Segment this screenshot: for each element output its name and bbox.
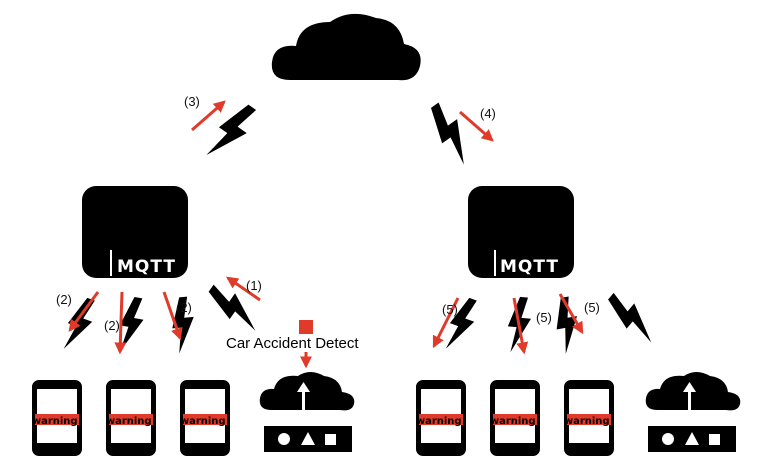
arrow-step-5 — [432, 297, 460, 349]
lightning-link-icon — [601, 288, 664, 347]
step-label-5: (5) — [584, 300, 600, 315]
step-label-5: (5) — [442, 302, 458, 317]
accident-marker — [299, 320, 313, 334]
cloud-gateway-left — [259, 372, 355, 452]
warning-text: warning! — [416, 416, 466, 427]
smartphone-6: warning! — [564, 380, 614, 456]
message-arrows — [68, 100, 584, 369]
lightning-link-icon — [421, 99, 481, 168]
arrow-step-2 — [68, 291, 100, 332]
warning-text: warning! — [564, 416, 614, 427]
arrow-step-5 — [558, 293, 584, 335]
lightning-link-icon — [201, 98, 261, 167]
smartphone-1: warning! — [32, 380, 82, 456]
mqtt-broker-left: MQTT — [82, 186, 188, 278]
warning-text: warning! — [32, 416, 82, 427]
mqtt-broker-right: MQTT — [468, 186, 574, 278]
arrow-step-5 — [512, 297, 529, 355]
step-label-3: (3) — [184, 94, 200, 109]
step-label-2: (2) — [176, 300, 192, 315]
step-label-5: (5) — [536, 310, 552, 325]
arrow-step-2 — [114, 291, 127, 355]
broker-right-label: MQTT — [500, 257, 559, 277]
arrow-step-4 — [459, 110, 494, 142]
warning-text: warning! — [106, 416, 156, 427]
cloud-gateway-right — [645, 372, 741, 452]
detector-caption: Car Accident Detect — [226, 335, 359, 352]
warning-text: warning! — [180, 416, 230, 427]
step-label-2: (2) — [104, 318, 120, 333]
broker-left-label: MQTT — [117, 257, 176, 277]
smartphone-4: warning! — [416, 380, 466, 456]
warning-text: warning! — [490, 416, 540, 427]
step-label-1: (1) — [246, 278, 262, 293]
smartphone-3: warning! — [180, 380, 230, 456]
step-label-4: (4) — [480, 106, 496, 121]
step-label-2: (2) — [56, 292, 72, 307]
arrow-step-2 — [162, 291, 183, 341]
arrow-step-3 — [191, 100, 226, 132]
cloud-icon — [271, 13, 421, 81]
smartphone-2: warning! — [106, 380, 156, 456]
arrow-step-1 — [226, 276, 261, 302]
smartphone-5: warning! — [490, 380, 540, 456]
